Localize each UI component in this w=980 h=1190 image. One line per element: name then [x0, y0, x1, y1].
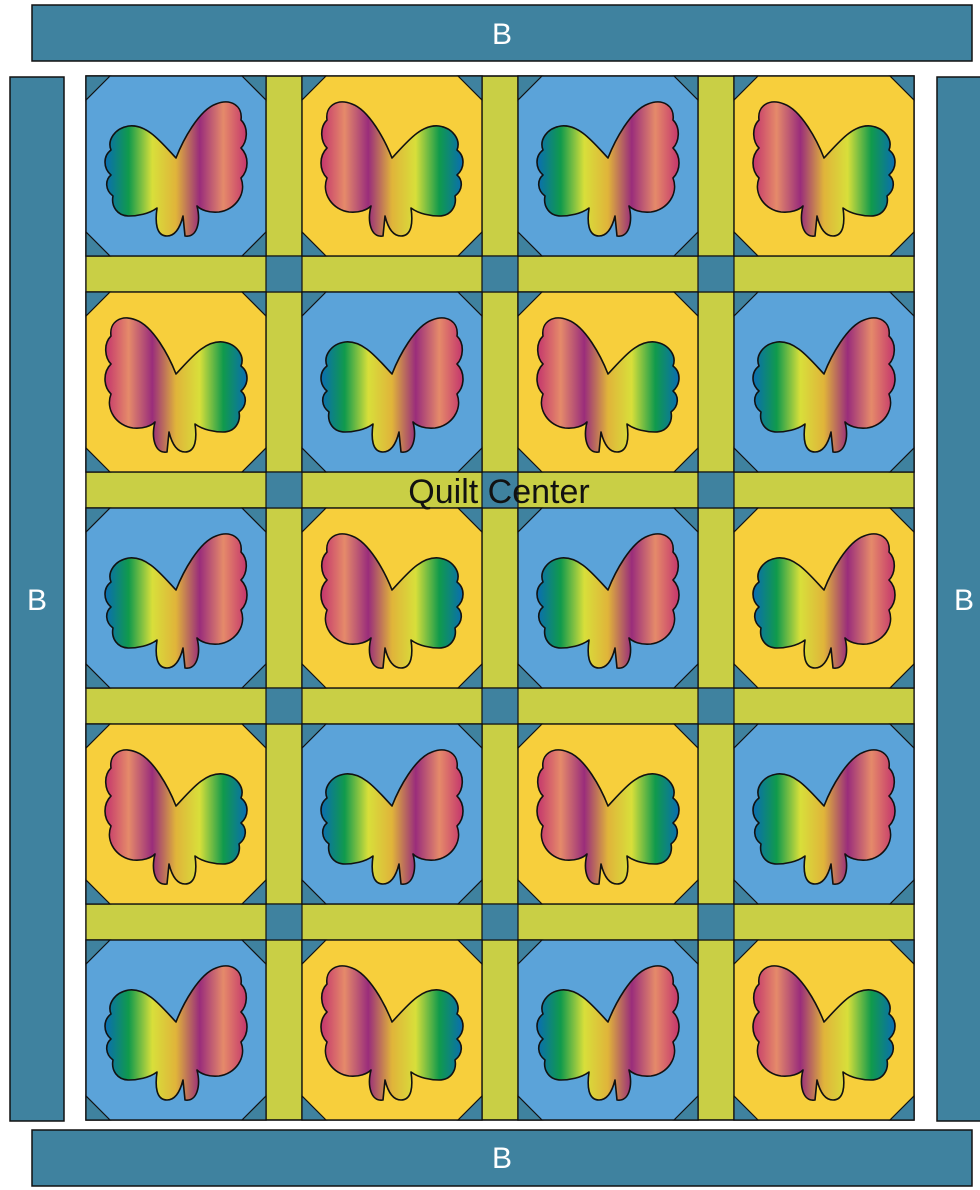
cornerstone — [698, 472, 734, 508]
cornerstone — [266, 472, 302, 508]
border-bottom-label: B — [492, 1142, 512, 1175]
cornerstone — [266, 688, 302, 724]
cornerstone — [698, 904, 734, 940]
quilt-center — [86, 76, 914, 1120]
cornerstone — [698, 256, 734, 292]
cornerstone — [266, 904, 302, 940]
border-top-label: B — [492, 18, 512, 51]
quilt-center-label: Quilt Center — [408, 473, 589, 511]
cornerstone — [266, 256, 302, 292]
cornerstone — [698, 688, 734, 724]
cornerstone — [482, 256, 518, 292]
border-right-label: B — [954, 584, 974, 617]
border-left-label: B — [27, 584, 47, 617]
cornerstone — [482, 688, 518, 724]
cornerstone — [482, 904, 518, 940]
